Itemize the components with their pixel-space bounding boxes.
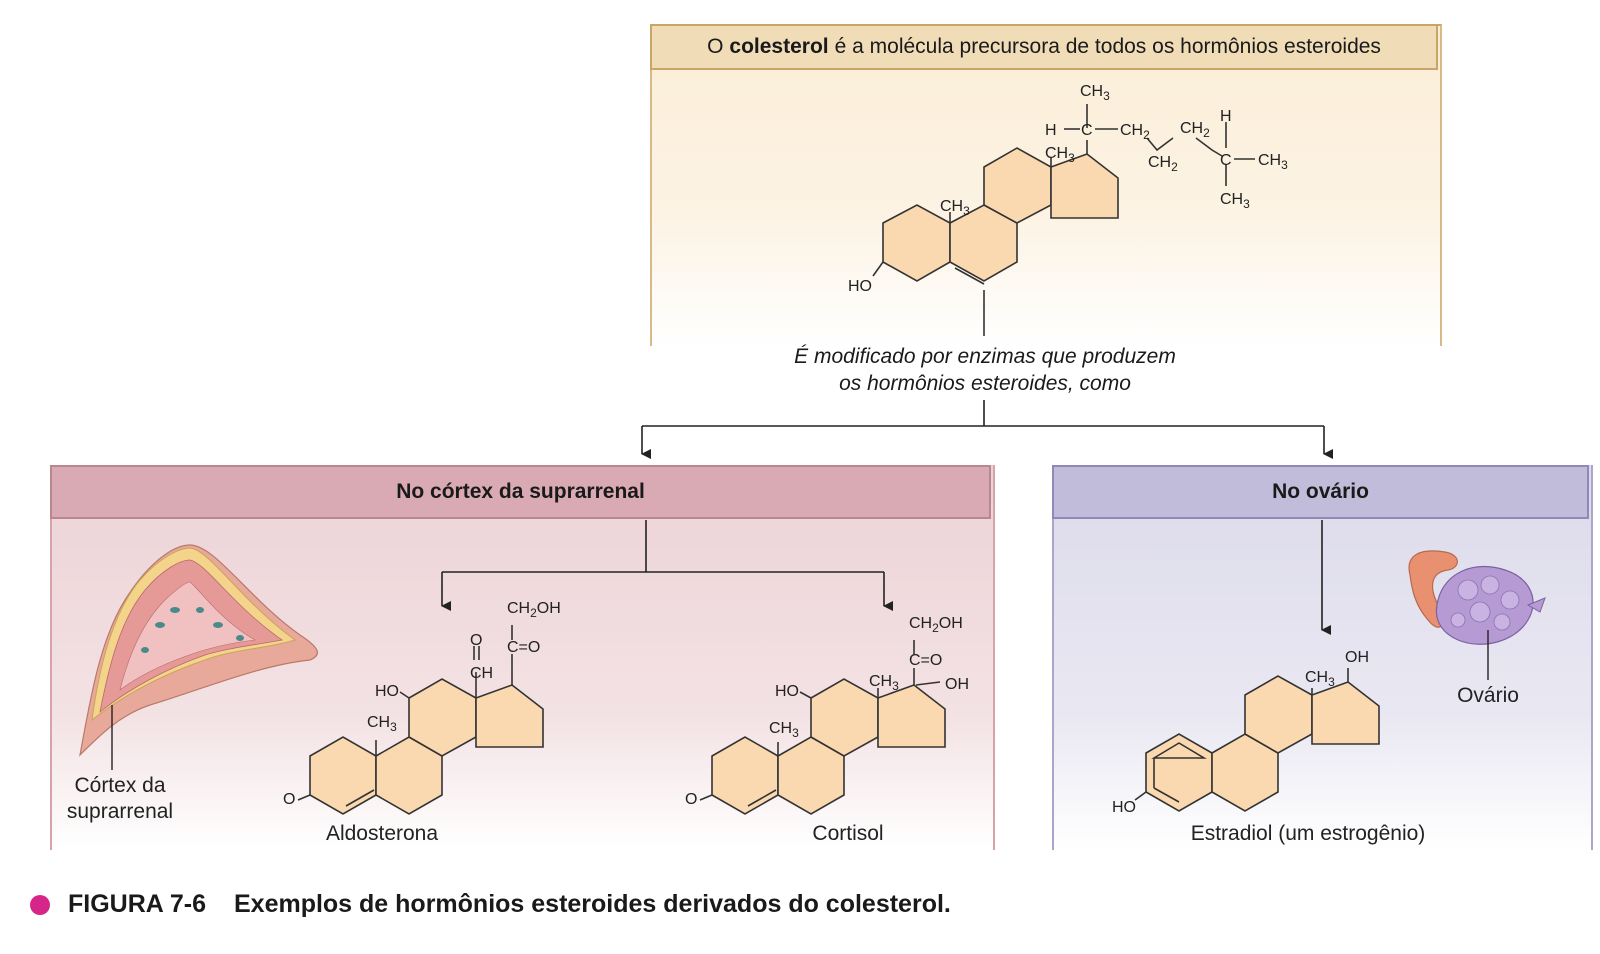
figure-number: FIGURA 7-6	[68, 890, 206, 918]
aldo-ceqo: C=O	[507, 639, 540, 656]
cort-o-ketone: O	[685, 791, 697, 808]
cholesterol-header: O colesterol é a molécula precursora de …	[650, 24, 1438, 70]
adrenal-gland-illustration	[79, 544, 318, 770]
cortisol-label: Cortisol	[812, 822, 883, 845]
aldo-o-ketone: O	[283, 791, 295, 808]
chol-ch2-b: CH2	[1148, 154, 1178, 174]
figure-caption-text: Exemplos de hormônios esteroides derivad…	[233, 890, 951, 918]
chol-c-right: C	[1220, 152, 1232, 169]
estr-ch3: CH3	[1305, 669, 1335, 689]
adrenal-tissue-label-1: Córtex da	[74, 774, 165, 797]
estr-oh: OH	[1345, 649, 1369, 666]
chol-c-center: C	[1081, 122, 1093, 139]
header-suffix: é a molécula precursora de todos os horm…	[834, 35, 1381, 58]
chol-ch3-bottom: CH3	[1220, 191, 1250, 211]
modification-text: É modificado por enzimas que produzem os…	[660, 343, 1310, 397]
aldosterone-labels: CH2OH C=O O CH HO CH3 O	[283, 600, 561, 808]
caption-bullet-icon	[30, 894, 50, 915]
ovary-illustration	[1408, 550, 1546, 680]
modification-line-2: os hormônios esteroides, como	[839, 372, 1131, 395]
chol-ch3-top: CH3	[1080, 83, 1110, 103]
cort-ch2oh: CH2OH	[909, 615, 963, 635]
flow-connectors	[441, 400, 1333, 635]
estradiol-molecule	[1134, 668, 1380, 812]
aldosterone-molecule	[297, 625, 544, 815]
cort-ceqo: C=O	[909, 652, 942, 669]
header-prefix: O	[707, 35, 724, 58]
adrenal-tissue-label-2: suprarrenal	[67, 800, 173, 823]
chol-h-right: H	[1220, 108, 1232, 125]
chol-ch2-c: CH2	[1180, 120, 1210, 140]
chol-ch3-right: CH3	[1258, 152, 1288, 172]
aldo-o: O	[470, 632, 482, 649]
chol-ho: HO	[848, 278, 872, 295]
chol-h-left: H	[1045, 122, 1057, 139]
figure-caption: FIGURA 7-6 Exemplos de hormônios esteroi…	[30, 890, 951, 919]
estradiol-labels: OH CH3 HO	[1112, 649, 1369, 816]
cort-ch3-c: CH3	[869, 673, 899, 693]
cholesterol-labels: CH3 H C CH2 CH3 CH2 CH2 H C CH3 CH3 CH3 …	[848, 83, 1288, 295]
cort-oh: OH	[945, 676, 969, 693]
aldosterone-label: Aldosterona	[326, 822, 438, 845]
cort-ho: HO	[775, 683, 799, 700]
adrenal-header: No córtex da suprarrenal	[50, 465, 991, 519]
ovary-label: Ovário	[1457, 684, 1519, 707]
estradiol-label: Estradiol (um estrogênio)	[1191, 822, 1426, 845]
chol-ch3-d: CH3	[1045, 145, 1075, 165]
aldo-ch3: CH3	[367, 714, 397, 734]
cortisol-molecule	[699, 640, 946, 815]
cholesterol-molecule	[872, 104, 1255, 336]
cortisol-labels: CH2OH C=O OH CH3 HO CH3 O	[685, 615, 969, 808]
aldo-ho: HO	[375, 683, 399, 700]
aldo-ch2oh: CH2OH	[507, 600, 561, 620]
chol-ch3-a: CH3	[940, 198, 970, 218]
aldo-ch: CH	[470, 665, 493, 682]
header-bold-term: colesterol	[729, 35, 829, 58]
estr-ho: HO	[1112, 799, 1136, 816]
cort-ch3: CH3	[769, 720, 799, 740]
ovary-header: No ovário	[1052, 465, 1589, 519]
modification-line-1: É modificado por enzimas que produzem	[794, 345, 1176, 368]
chol-ch2-a: CH2	[1120, 122, 1150, 142]
